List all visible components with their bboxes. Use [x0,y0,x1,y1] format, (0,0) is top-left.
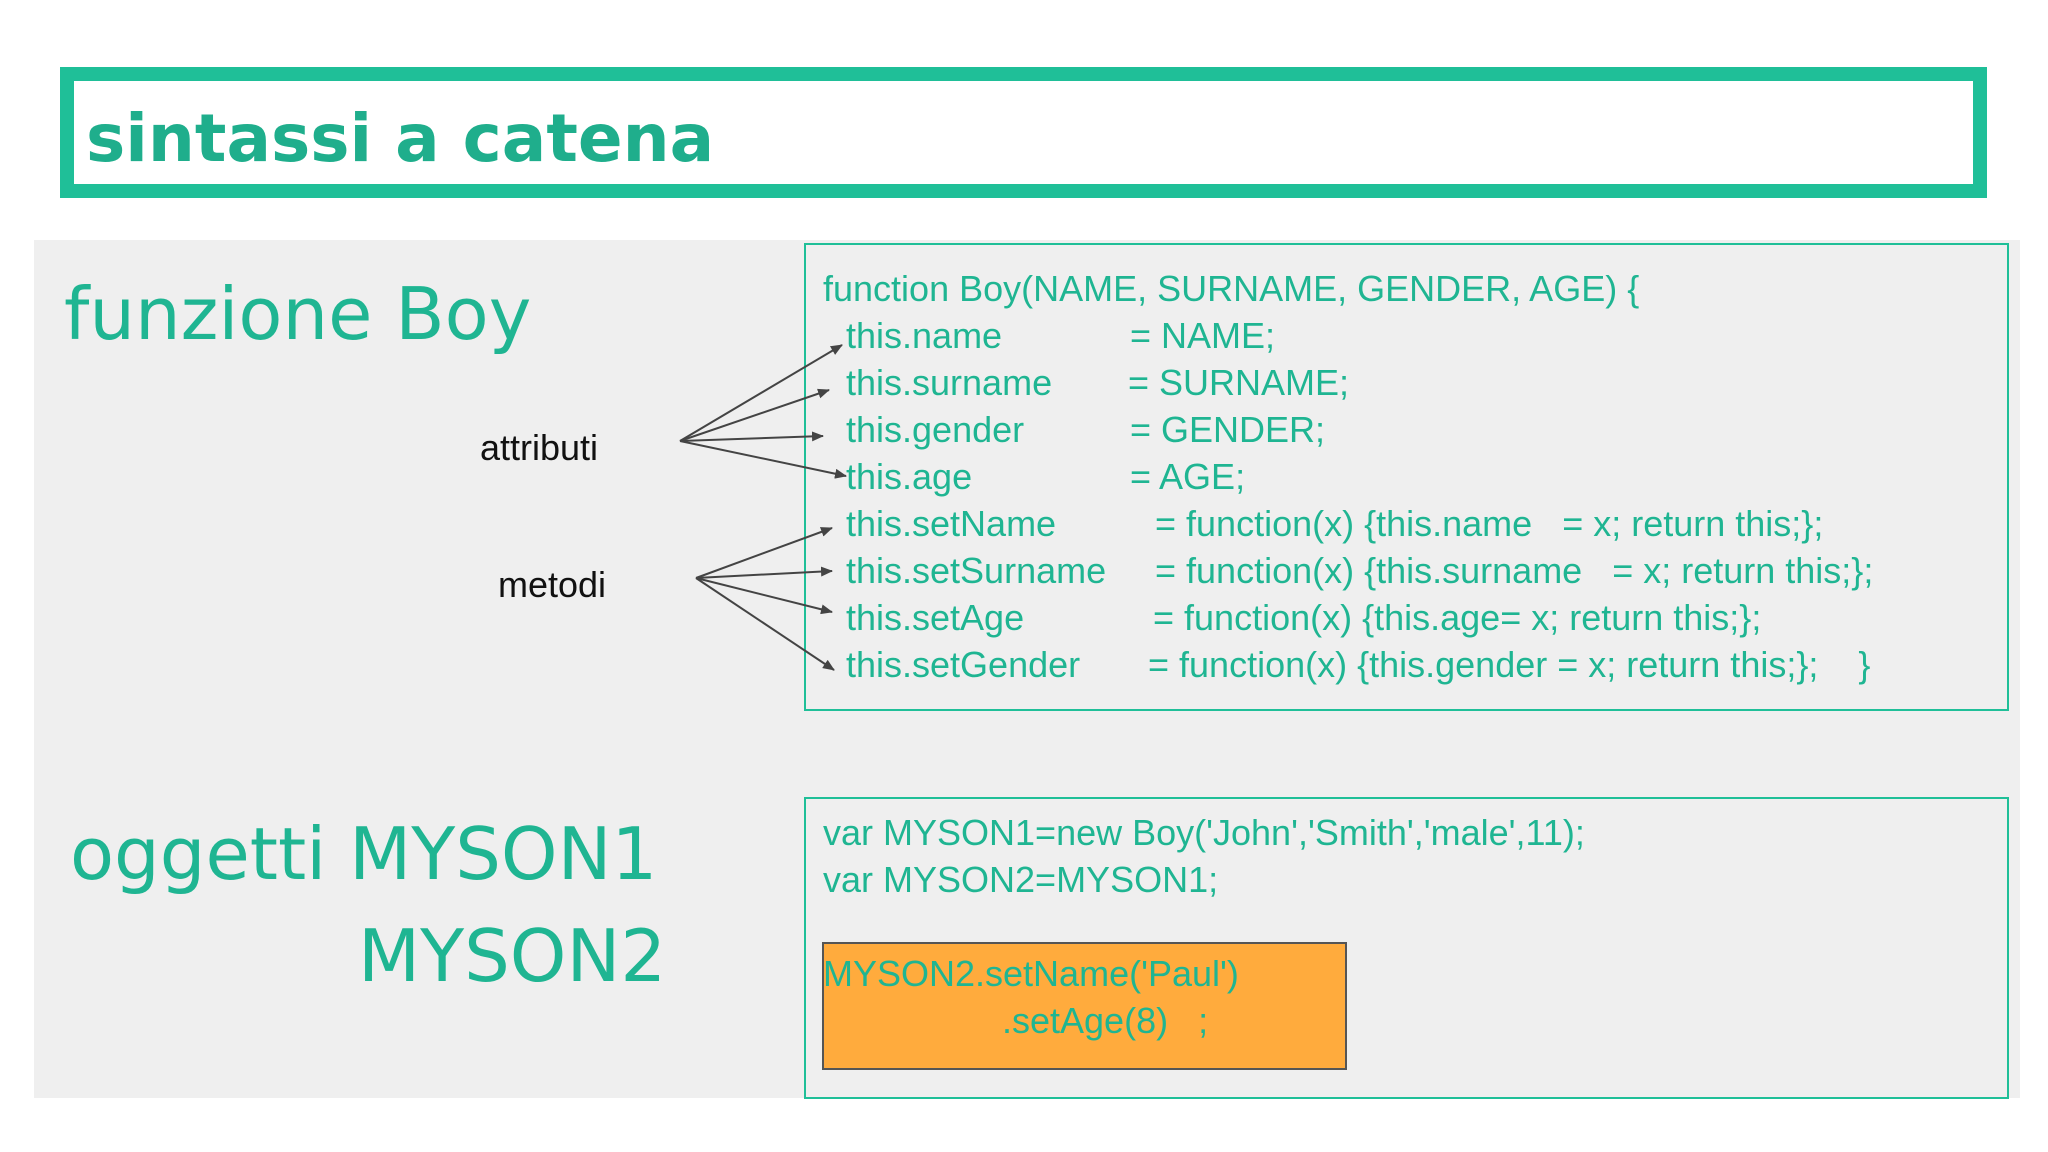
object-code-line-1: var MYSON2=MYSON1; [823,859,1219,900]
attributes-label: attributi [480,427,599,468]
arrow-attr-name [679,344,843,442]
code-line-3-right: = GENDER; [1130,409,1326,450]
code-line-2-left: this.surname [846,362,1053,403]
code-line-1-left: this.name [846,315,1003,356]
arrow-method-setname [695,527,833,579]
function-code-box [804,243,2009,711]
object-code-line-0: var MYSON1=new Boy('John','Smith','male'… [823,812,1585,853]
chain-code-line-0: MYSON2.setName('Paul') [823,953,1239,994]
arrow-attr-surname [679,388,830,442]
code-line-5-left: this.setName [846,503,1057,544]
chain-highlight-box [822,942,1347,1070]
code-line-8-left: this.setGender [846,644,1081,685]
code-line-8-right: = function(x) {this.gender = x; return t… [1148,644,1871,685]
methods-label: metodi [498,564,607,605]
arrow-attr-gender [679,431,824,442]
code-line-7-right: = function(x) {this.age= x; return this;… [1153,597,1762,638]
code-line-5-right: = function(x) {this.name = x; return thi… [1155,503,1824,544]
code-line-7-left: this.setAge [846,597,1025,638]
chain-code-line-1: .setAge(8) ; [1002,1000,1209,1041]
arrow-attr-age [679,440,847,479]
code-line-4-right: = AGE; [1130,456,1246,497]
code-line-2-right: = SURNAME; [1128,362,1350,403]
arrow-method-setgender [695,577,835,671]
code-line-4-left: this.age [846,456,973,497]
arrow-method-setage [695,577,833,615]
arrow-method-setsurname [695,566,833,579]
code-line-0: function Boy(NAME, SURNAME, GENDER, AGE)… [823,268,1640,309]
code-line-6-right: = function(x) {this.surname = x; return … [1155,550,1874,591]
section-heading-boy: funzione Boy [64,272,532,356]
code-line-3-left: this.gender [846,409,1025,450]
code-line-1-right: = NAME; [1130,315,1276,356]
section-heading-myson2: MYSON2 [358,914,667,998]
title-frame [60,67,1987,198]
section-heading-objects: oggetti MYSON1 [70,812,658,896]
code-line-6-left: this.setSurname [846,550,1107,591]
page-title: sintassi a catena [86,100,715,177]
